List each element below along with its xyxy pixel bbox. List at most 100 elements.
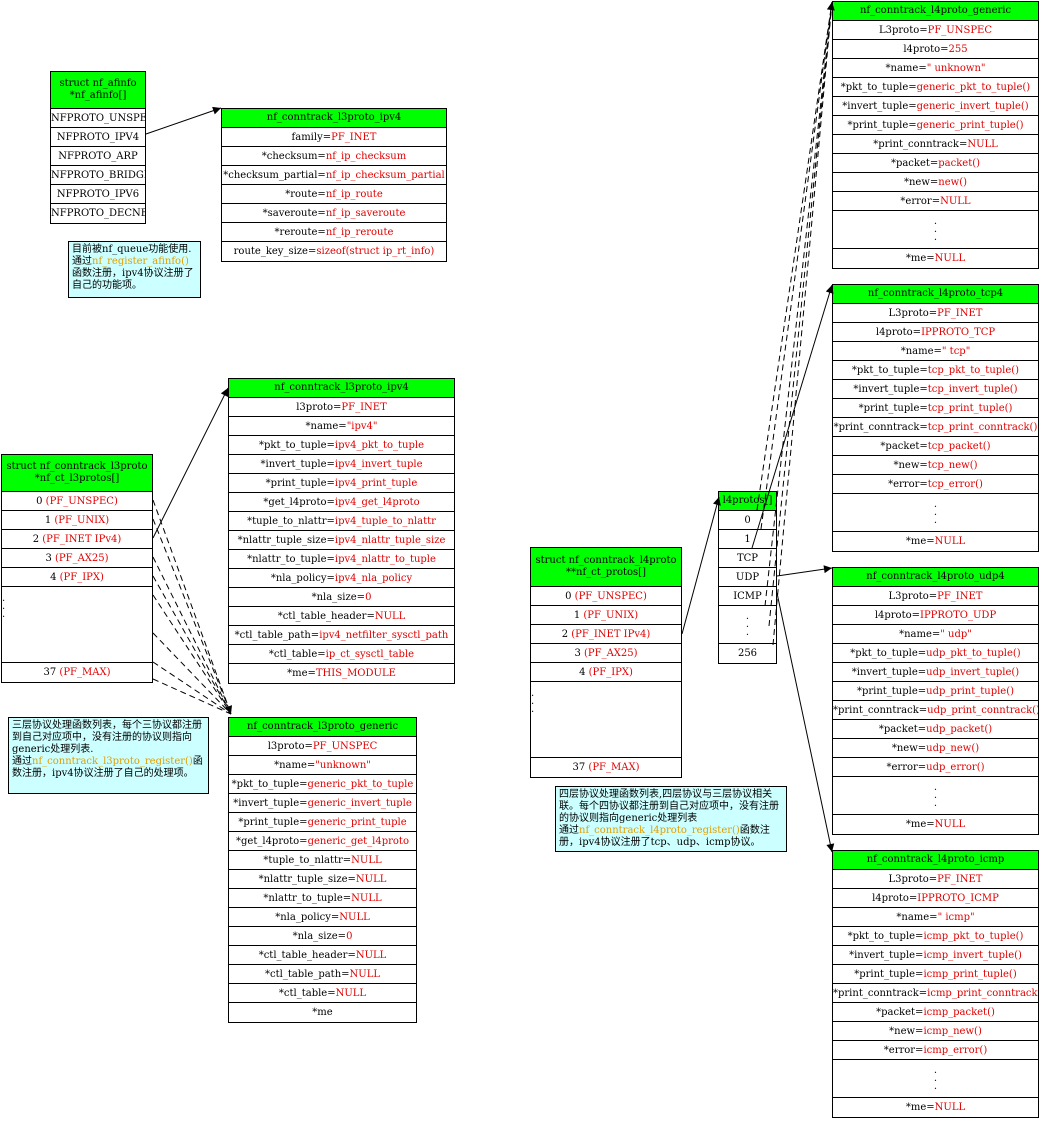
row-value: tcp_packet() [927, 441, 991, 452]
note-l3-suffix: 函数注册，ipv4协议注册了自己的处理项。 [12, 756, 203, 779]
table-row: *nla_size=0 [229, 927, 416, 946]
table-row: *me [229, 1003, 416, 1022]
note-afinfo: 目前被nf_queue功能使用. 通过nf_register_afinfo() … [68, 241, 201, 298]
row-value: generic_print_tuple() [916, 120, 1024, 131]
row-key: *new= [893, 460, 928, 471]
row-key: *error= [886, 762, 927, 773]
row-key: *route= [285, 189, 326, 200]
table-row: *print_conntrack=udp_print_conntrack() [833, 701, 1038, 720]
row-key: *new= [903, 177, 939, 188]
table-row: ICMP [719, 587, 776, 606]
row-value: tcp_invert_tuple() [927, 384, 1018, 395]
table-row: l3proto=PF_UNSPEC [229, 737, 416, 756]
row-key: *ctl_table_path= [234, 630, 320, 641]
row-value: 255 [948, 44, 968, 55]
table-header: nf_conntrack_l4proto_udp4 [833, 568, 1038, 587]
row-key: 4 [579, 667, 589, 678]
row-value: udp_pkt_to_tuple() [926, 648, 1021, 659]
row-value: tcp_error() [927, 479, 983, 490]
table-row: 0 [719, 511, 776, 530]
table-row: *nla_policy=ipv4_nla_policy [229, 569, 454, 588]
table-row: l4proto=IPPROTO_TCP [833, 323, 1038, 342]
table-nf-afinfo: struct nf_afinfo*nf_afinfo[]NFPROTO_UNSP… [50, 71, 146, 224]
arrow-tcp [751, 284, 834, 549]
row-key: *name= [900, 346, 942, 357]
ellipsis-dot: . [933, 781, 938, 793]
row-key: 37 [43, 667, 60, 678]
table-row: 2 (PF_INET IPv4) [531, 625, 681, 644]
table-header-line: *nf_afinfo[] [69, 90, 127, 101]
row-key: *me= [905, 536, 935, 547]
row-key: l4proto= [872, 893, 918, 904]
row-value: (PF_INET IPv4) [42, 534, 122, 545]
row-key: *print_tuple= [854, 969, 924, 980]
row-key: 0 [565, 591, 575, 602]
row-value: (PF_MAX) [59, 667, 111, 678]
row-value: udp_invert_tuple() [926, 667, 1020, 678]
row-value: ipv4_netfilter_sysctl_path [319, 630, 449, 641]
table-row: *print_tuple=tcp_print_tuple() [833, 399, 1038, 418]
row-value: sizeof(struct ip_rt_info) [316, 246, 435, 257]
table-row: *print_tuple=udp_print_tuple() [833, 682, 1038, 701]
row-key: *invert_tuple= [851, 667, 927, 678]
note-afinfo-line1: 目前被nf_queue功能使用. [72, 244, 192, 255]
row-key: *invert_tuple= [842, 101, 917, 112]
table-row: 4 (PF_IPX) [2, 568, 152, 587]
table-header: nf_conntrack_l4proto_generic [833, 2, 1038, 21]
table-row: L3proto=PF_INET [833, 870, 1038, 889]
row-text: 256 [737, 648, 758, 659]
table-row: *packet=tcp_packet() [833, 437, 1038, 456]
table-header: nf_conntrack_l4proto_icmp [833, 851, 1038, 870]
row-value: ipv4_get_l4proto [334, 497, 420, 508]
table-row: 3 (PF_AX25) [531, 644, 681, 663]
row-value: icmp_print_tuple() [923, 969, 1017, 980]
table-header: nf_conntrack_l3proto_generic [229, 718, 416, 737]
row-key: *packet= [880, 441, 928, 452]
row-key: *print_tuple= [847, 120, 917, 131]
row-key: *name= [274, 760, 316, 771]
row-key: *print_tuple= [238, 817, 308, 828]
row-key: *print_tuple= [858, 403, 928, 414]
row-key: *print_conntrack= [833, 422, 928, 433]
note-l3: 三层协议处理函数列表，每个三协议都注册到自己对应项中，没有注册的协议则指向gen… [8, 717, 209, 794]
table-header-line: nf_conntrack_l4proto_tcp4 [867, 288, 1004, 299]
note-l3-line1: 三层协议处理函数列表，每个三协议都注册到自己对应项中，没有注册的协议则指向gen… [12, 720, 202, 755]
table-row: *new=tcp_new() [833, 456, 1038, 475]
table-row: NFPROTO_IPV4 [51, 128, 145, 147]
table-row: *error=udp_error() [833, 758, 1038, 777]
row-key: *new= [891, 743, 927, 754]
table-row: *new=udp_new() [833, 739, 1038, 758]
table-header-line: nf_conntrack_l3proto_generic [246, 721, 399, 732]
row-key: 4 [50, 572, 60, 583]
note-l4-prefix: 通过 [559, 825, 579, 836]
row-key: *name= [899, 629, 941, 640]
ellipsis-dot: . [933, 1072, 938, 1084]
row-value: " udp" [940, 629, 972, 640]
table-row: *me=NULL [833, 532, 1038, 551]
row-key: *reroute= [274, 227, 326, 238]
row-value: new() [938, 177, 968, 188]
table-header-line: struct nf_afinfo [59, 78, 137, 89]
row-key: *print_conntrack= [833, 705, 928, 716]
row-key: L3proto= [888, 874, 938, 885]
table-header-line: **nf_ct_protos[] [566, 567, 646, 578]
row-key: *packet= [878, 724, 927, 735]
ellipsis-dot: . [933, 215, 938, 227]
note-afinfo-prefix: 通过 [72, 256, 92, 267]
table-row-ellipsis: ... [833, 494, 1038, 532]
row-value: " icmp" [937, 912, 975, 923]
row-value: NULL [355, 950, 387, 961]
table-row: *print_conntrack=icmp_print_conntrack() [833, 984, 1038, 1003]
table-row: *invert_tuple=generic_invert_tuple() [833, 97, 1038, 116]
table-row: l3proto=PF_INET [229, 398, 454, 417]
row-value: nf_ip_route [325, 189, 383, 200]
row-text: 0 [744, 515, 751, 526]
table-row: UDP [719, 568, 776, 587]
table-row: *ctl_table_header=NULL [229, 607, 454, 626]
row-value: THIS_MODULE [315, 668, 396, 679]
table-header-line: struct nf_conntrack_l4proto [535, 555, 677, 566]
